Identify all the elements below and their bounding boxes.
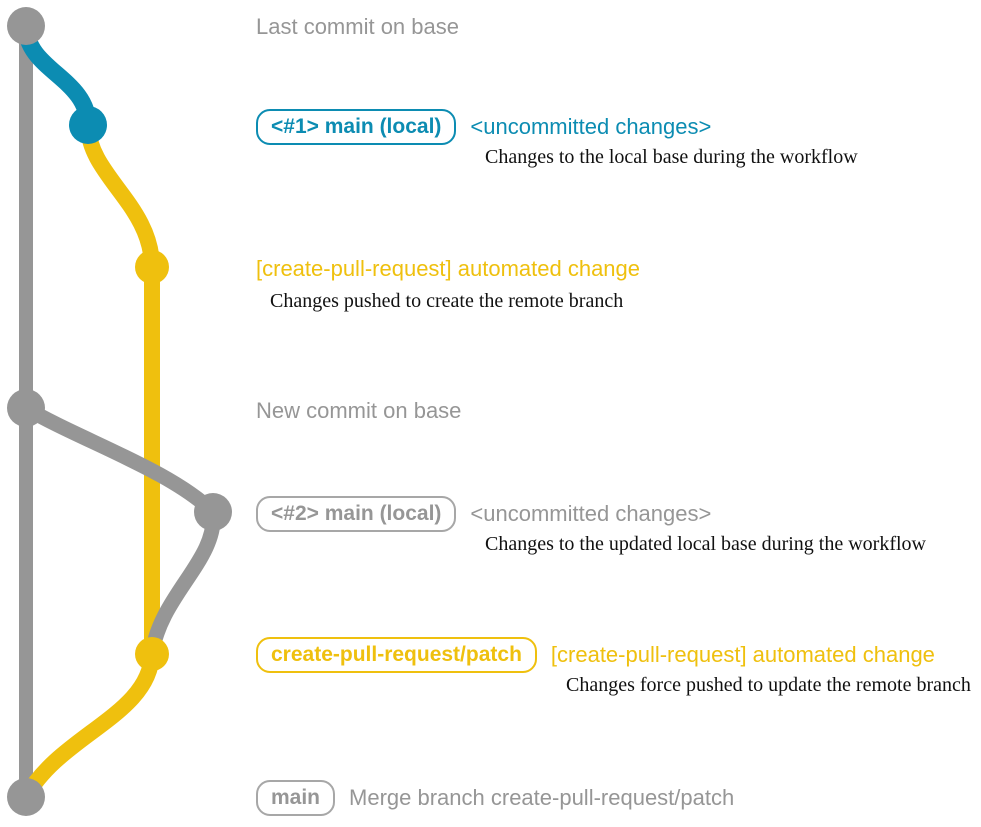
commit-subject: <uncommitted changes> bbox=[470, 114, 712, 139]
commit-node-remote-2[interactable] bbox=[135, 637, 169, 671]
commit-row-new-commit-on-base: New commit on base bbox=[256, 396, 461, 426]
commit-row-merge-commit: main Merge branch create-pull-request/pa… bbox=[256, 780, 735, 816]
ref-badge-main-local-1[interactable]: <#1> main (local) bbox=[256, 109, 457, 145]
ref-badge-create-pull-request-patch[interactable]: create-pull-request/patch bbox=[256, 637, 537, 673]
commit-note-1: Changes to the local base during the wor… bbox=[485, 146, 858, 168]
commit-subject: <uncommitted changes> bbox=[470, 501, 712, 526]
remote-branch-line bbox=[80, 117, 160, 662]
commit-node-local-2[interactable] bbox=[194, 493, 232, 531]
commit-subject: New commit on base bbox=[256, 398, 462, 423]
commit-node-base-new[interactable] bbox=[7, 389, 45, 427]
commit-row-uncommitted-changes-1: <#1> main (local) <uncommitted changes> bbox=[256, 109, 712, 145]
commit-row-uncommitted-changes-2: <#2> main (local) <uncommitted changes> bbox=[256, 496, 712, 532]
commit-row-automated-change-2: create-pull-request/patch [create-pull-r… bbox=[256, 637, 935, 673]
commit-note-2: Changes pushed to create the remote bran… bbox=[270, 290, 624, 312]
commit-node-base-head[interactable] bbox=[7, 7, 45, 45]
commit-subject: [create-pull-request] automated change bbox=[256, 256, 641, 281]
ref-badge-main[interactable]: main bbox=[256, 780, 336, 816]
spacer bbox=[335, 798, 349, 799]
commit-node-base-merge[interactable] bbox=[7, 778, 45, 816]
commit-node-remote-1[interactable] bbox=[135, 250, 169, 284]
spacer bbox=[456, 514, 470, 515]
commit-subject: [create-pull-request] automated change bbox=[550, 642, 935, 667]
commit-row-last-commit-on-base: Last commit on base bbox=[256, 12, 459, 42]
commit-note-4: Changes to the updated local base during… bbox=[485, 533, 926, 555]
commit-row-automated-change-1: [create-pull-request] automated change bbox=[256, 254, 640, 284]
commit-note-5: Changes force pushed to update the remot… bbox=[566, 674, 971, 696]
commit-subject: Last commit on base bbox=[256, 14, 459, 39]
spacer bbox=[537, 655, 551, 656]
ref-badge-main-local-2[interactable]: <#2> main (local) bbox=[256, 496, 457, 532]
commit-subject: Merge branch create-pull-request/patch bbox=[349, 785, 735, 810]
updated-local-branch-line bbox=[18, 400, 221, 662]
spacer bbox=[456, 127, 470, 128]
commit-node-local-1[interactable] bbox=[69, 106, 107, 144]
merge-line bbox=[18, 646, 160, 805]
